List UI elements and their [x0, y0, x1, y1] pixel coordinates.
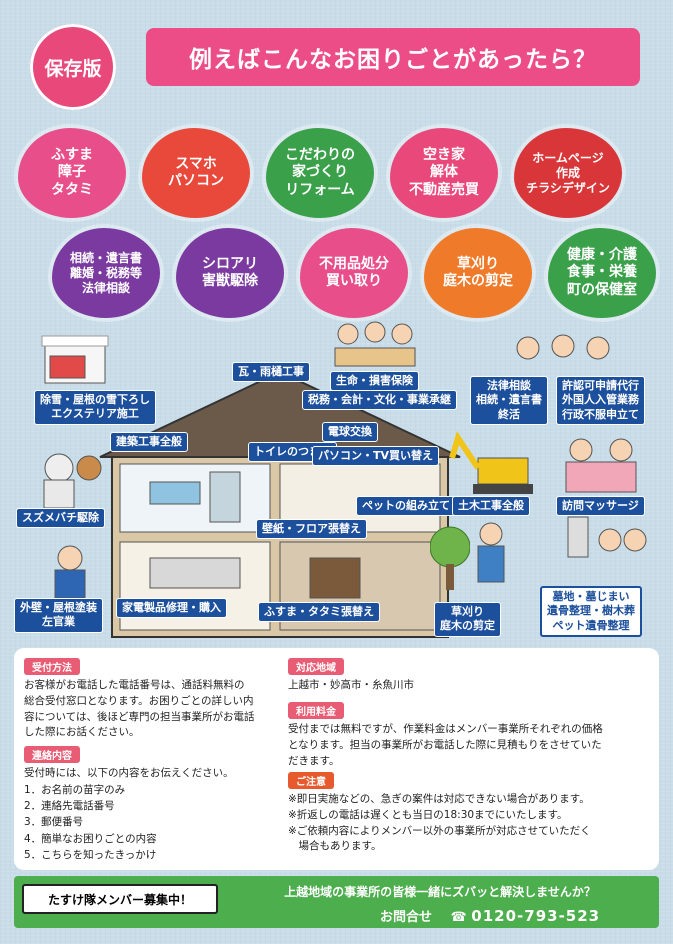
notice-item: ※折返しの電話は遅くとも当日の18:30までにいたします。 — [288, 808, 568, 821]
gardener-illustration — [477, 522, 505, 583]
notice-item: ※ご依頼内容によりメンバー以外の事業所が対応させていただく 場合もあります。 — [288, 824, 591, 853]
service-vacant-house: 空き家 解体 不動産売買 — [390, 128, 498, 218]
contact-item: 3．郵便番号 — [24, 816, 84, 829]
recruit-badge: たすけ隊メンバー募集中！ — [22, 884, 218, 914]
service-reform: こだわりの 家づくり リフォーム — [266, 128, 374, 218]
fee-text: 受付までは無料ですが、作業料金はメンバー事業所それぞれの価格 となります。担当の… — [288, 723, 603, 767]
contact-intro: 受付時には、以下の内容をお伝えください。 — [24, 767, 234, 779]
excavator-illustration — [449, 431, 533, 494]
info-panel — [14, 648, 659, 870]
reception-tag: 受付方法 — [24, 658, 80, 675]
label-civil: 土木工事全般 — [452, 496, 530, 517]
snow-house-illustration — [41, 335, 109, 384]
service-fusuma: ふすま 障子 タタミ — [18, 128, 126, 218]
service-weeding: 草刈り 庭木の剪定 — [424, 228, 532, 318]
tree-illustration — [430, 526, 470, 590]
label-snow-removal: 除雪・屋根の雪下ろし エクステリア施工 — [34, 390, 156, 425]
contact-list: 1．お名前の苗字のみ 2．連絡先電話番号 3．郵便番号 4．簡単なお困りごとの内… — [24, 782, 284, 863]
contact-item: 4．簡単なお困りごとの内容 — [24, 832, 157, 845]
contact-tag: 連絡内容 — [24, 746, 80, 763]
contact-item: 5．こちらを知ったきっかけ — [24, 848, 157, 861]
label-hornet: スズメバチ駆除 — [16, 508, 105, 529]
service-legal: 相続・遺言書 離婚・税務等 法律相談 — [52, 228, 160, 318]
contact-label: お問合せ — [380, 910, 433, 925]
consultants-illustration — [516, 334, 610, 360]
service-homepage: ホームページ 作成 チラシデザイン — [514, 128, 622, 218]
label-massage: 訪問マッサージ — [556, 496, 645, 517]
label-building: 建築工事全般 — [110, 432, 188, 453]
label-bulb: 電球交換 — [322, 422, 378, 443]
contact-section: 連絡内容 受付時には、以下の内容をお伝えください。 1．お名前の苗字のみ 2．連… — [24, 744, 284, 863]
footer-message: 上越地域の事業所の皆様一緒にズバッと解決しませんか？ — [284, 885, 596, 899]
notice-tag: ご注意 — [288, 772, 334, 789]
grave-illustration — [567, 516, 647, 558]
label-appliance: 家電製品修理・購入 — [116, 598, 227, 619]
contact-item: 1．お名前の苗字のみ — [24, 783, 126, 796]
label-insurance: 生命・損害保険 — [330, 371, 419, 392]
reception-text: お客様がお電話した電話番号は、通話料無料の 総合受付窓口となります。お困りごとの… — [24, 679, 255, 739]
beekeeper-illustration — [43, 453, 102, 508]
massage-illustration — [565, 438, 637, 493]
headline-banner: 例えばこんなお困りごとがあったら？ — [146, 28, 640, 86]
phone-icon: ☎ — [450, 910, 467, 925]
label-pc-tv: パソコン・TV買い替え — [312, 446, 440, 467]
label-pet-assembly: ペットの組み立て — [356, 496, 456, 517]
service-smartphone: スマホ パソコン — [142, 128, 250, 218]
label-roof: 瓦・雨樋工事 — [232, 362, 310, 383]
archive-badge: 保存版 — [30, 24, 116, 110]
area-tag: 対応地域 — [288, 658, 344, 675]
service-termite: シロアリ 害獣駆除 — [176, 228, 284, 318]
label-legal: 法律相談 相続・遺言書 終活 — [470, 376, 548, 425]
fee-tag: 利用料金 — [288, 702, 344, 719]
service-disposal: 不用品処分 買い取り — [300, 228, 408, 318]
painter-illustration — [54, 545, 86, 599]
footer-contact: お問合せ ☎ 0120-793-523 — [380, 906, 650, 925]
label-garden: 草刈り 庭木の剪定 — [434, 602, 501, 637]
area-section: 対応地域 上越市・妙高市・糸魚川市 — [288, 656, 648, 694]
label-fusuma: ふすま・タタミ張替え — [258, 602, 380, 623]
phone-number[interactable]: 0120-793-523 — [471, 907, 601, 925]
label-tax: 税務・会計・文化・事業承継 — [302, 390, 457, 411]
archive-badge-label: 保存版 — [44, 57, 102, 80]
notice-item: ※即日実施などの、急ぎの案件は対応できない場合があります。 — [288, 793, 590, 805]
meeting-illustration — [334, 321, 416, 367]
recruit-text: たすけ隊メンバー募集中！ — [47, 892, 192, 907]
reception-section: 受付方法 お客様がお電話した電話番号は、通話料無料の 総合受付窓口となります。お… — [24, 656, 284, 741]
area-text: 上越市・妙高市・糸魚川市 — [288, 679, 414, 691]
notice-section: ご注意 ※即日実施などの、急ぎの案件は対応できない場合があります。 ※折返しの電… — [288, 770, 648, 855]
label-wallpaper: 壁紙・フロア張替え — [256, 519, 367, 540]
contact-item: 2．連絡先電話番号 — [24, 800, 115, 813]
label-exterior: 外壁・屋根塗装 左官業 — [14, 598, 103, 633]
label-permit: 許認可申請代行 外国人入管業務 行政不服申立て — [556, 376, 645, 425]
headline-text: 例えばこんなお困りごとがあったら？ — [189, 47, 597, 73]
service-health: 健康・介護 食事・栄養 町の保健室 — [548, 228, 656, 318]
label-grave: 墓地・墓じまい 遺骨整理・樹木葬 ペット遺骨整理 — [540, 586, 642, 637]
fee-section: 利用料金 受付までは無料ですが、作業料金はメンバー事業所それぞれの価格 となりま… — [288, 700, 648, 769]
